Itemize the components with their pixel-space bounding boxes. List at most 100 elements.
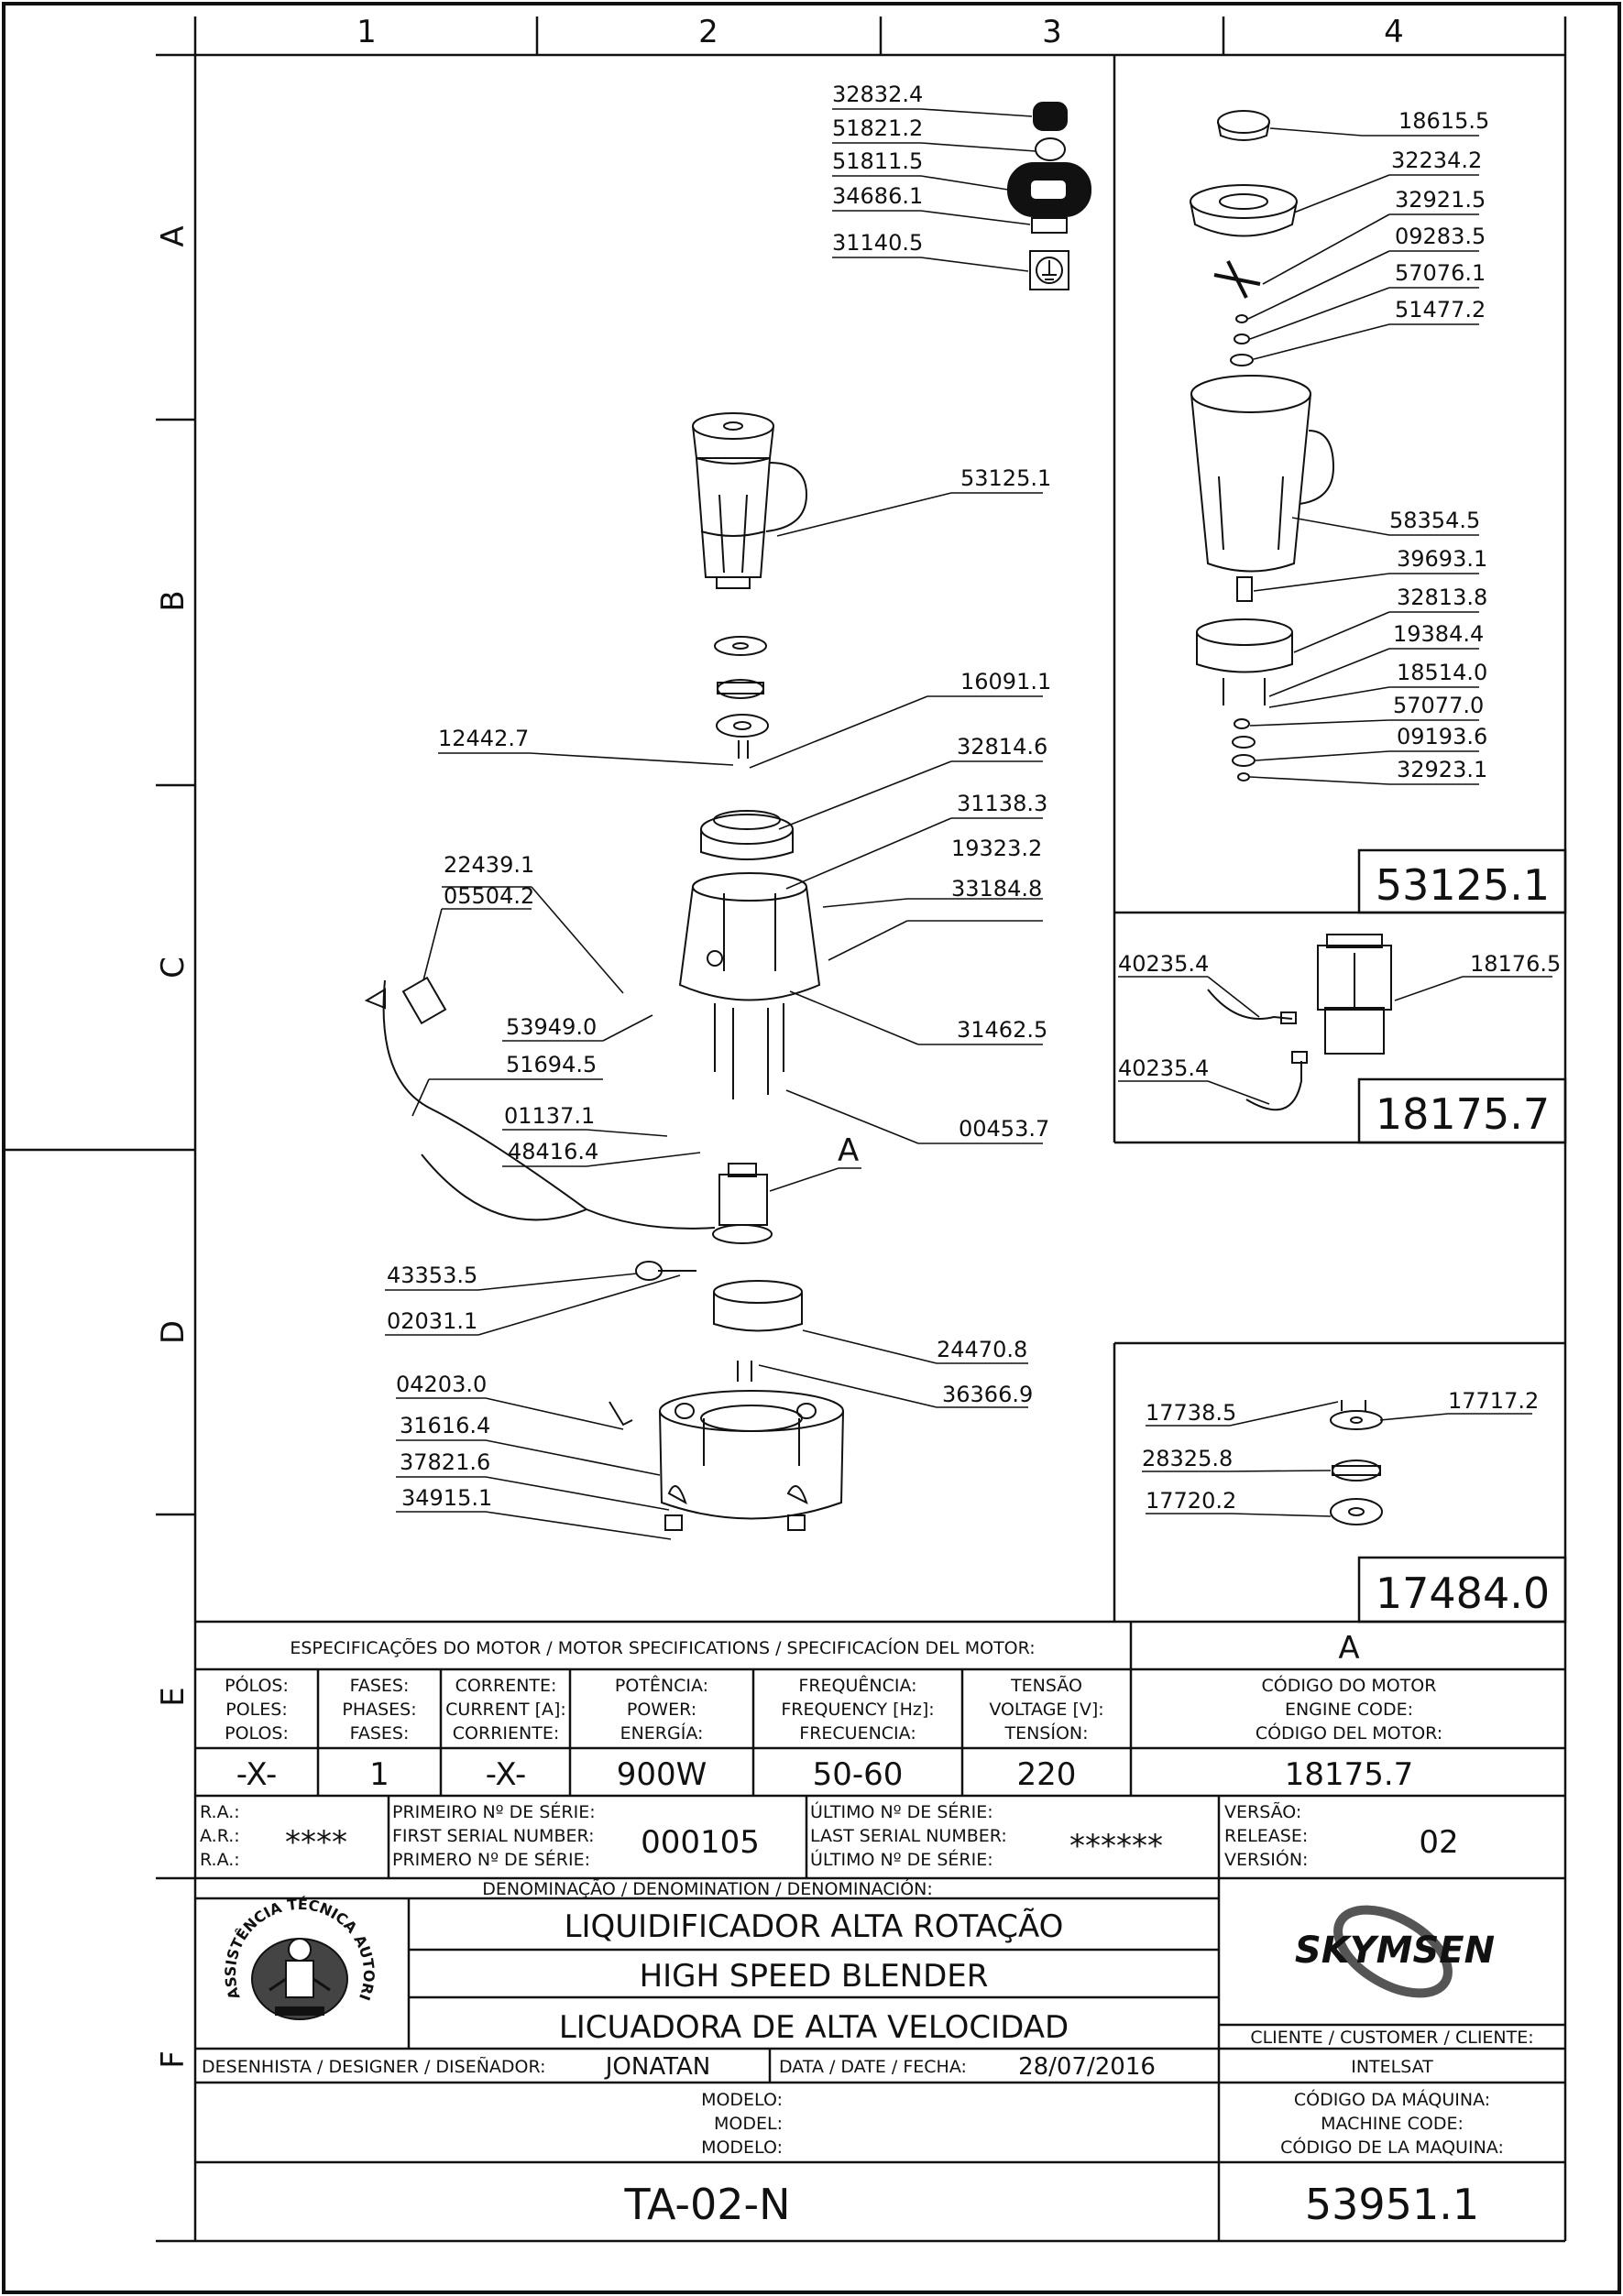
brand-logo: SKYMSEN	[1295, 1905, 1495, 1998]
callout-label: 31462.5	[957, 1017, 1047, 1043]
version-label: RELEASE:	[1224, 1826, 1308, 1846]
spec-value-current: -X-	[486, 1756, 526, 1793]
last-serial-label: ÚLTIMO Nº DE SÉRIE:	[810, 1800, 993, 1822]
spec-header: CURRENT [A]:	[445, 1700, 566, 1720]
spec-header: TENSÍON:	[1003, 1722, 1088, 1744]
denomination-pt: LIQUIDIFICADOR ALTA ROTAÇÃO	[565, 1908, 1064, 1945]
callout-label: 22439.1	[444, 852, 534, 878]
spec-header: TENSÃO	[1010, 1675, 1082, 1696]
grid-row-D: D	[155, 1320, 192, 1344]
motor-callouts: 40235.4 18176.5 40235.4	[1118, 951, 1561, 1081]
model-value: TA-02-N	[623, 2180, 790, 2229]
spec-header: ENGINE CODE:	[1285, 1700, 1413, 1720]
grid-row-B: B	[155, 590, 192, 611]
grid-row-C: C	[155, 957, 192, 979]
callout-label: 17738.5	[1146, 1400, 1236, 1426]
designer-label: DESENHISTA / DESIGNER / DISEÑADOR:	[202, 2056, 546, 2077]
jar-callouts: 18615.5 32234.2 32921.5 09283.5 57076.1 …	[1389, 108, 1489, 782]
ra-label: R.A.:	[200, 1850, 240, 1870]
side-panels	[1113, 55, 1567, 1624]
spec-header: FRECUENCIA:	[799, 1723, 916, 1744]
motor-spec-headers: PÓLOS: POLES: POLOS: FASES: PHASES: FASE…	[225, 1674, 1442, 1744]
first-serial-value: 000105	[641, 1824, 760, 1861]
spec-value-power: 900W	[617, 1756, 707, 1793]
motor-spec-title: ESPECIFICAÇÕES DO MOTOR / MOTOR SPECIFIC…	[290, 1637, 1035, 1658]
spec-header: PHASES:	[342, 1700, 416, 1720]
callout-label: 32921.5	[1395, 187, 1486, 213]
spec-value-voltage: 220	[1017, 1756, 1077, 1793]
grid-col-1: 1	[356, 14, 377, 50]
callout-label: 31616.4	[400, 1413, 490, 1438]
spec-header: PÓLOS:	[225, 1674, 289, 1696]
version-value: 02	[1419, 1824, 1458, 1861]
callout-motor-ref: A	[838, 1132, 859, 1169]
callout-label: 32234.2	[1391, 148, 1482, 173]
spec-header: FASES:	[350, 1723, 410, 1744]
drawing-frame	[4, 16, 1567, 2243]
callout-label: 34915.1	[401, 1485, 492, 1511]
main-leader-lines	[385, 108, 1043, 1540]
callout-label: 51811.5	[832, 148, 923, 174]
main-callouts: 32832.4 51821.2 51811.5 34686.1 31140.5 …	[387, 82, 1051, 1511]
spec-header: POTÊNCIA:	[615, 1675, 708, 1696]
grid-row-F: F	[155, 2050, 192, 2069]
callout-label: 51694.5	[506, 1052, 597, 1077]
spec-header: POLES:	[225, 1700, 287, 1720]
motor-spec-ref: A	[1338, 1630, 1359, 1667]
spec-header: FREQUÊNCIA:	[798, 1675, 916, 1696]
callout-label: 32832.4	[832, 82, 923, 107]
model-label: MODEL:	[714, 2114, 783, 2134]
callout-label: 58354.5	[1389, 508, 1480, 533]
spec-header: POWER:	[627, 1700, 696, 1720]
machine-code-value: 53951.1	[1305, 2180, 1479, 2229]
spec-value-poles: -X-	[236, 1756, 277, 1793]
authorized-service-seal: ASSISTÊNCIA TÉCNICA AUTORIZADA	[0, 0, 378, 2020]
motor-spec-values: -X- 1 -X- 900W 50-60 220 18175.7	[236, 1756, 1414, 1793]
coupling-callouts: 17738.5 17717.2 28325.8 17720.2	[1142, 1388, 1539, 1514]
date-label: DATA / DATE / FECHA:	[779, 2057, 967, 2077]
spec-header: CÓDIGO DO MOTOR	[1262, 1674, 1437, 1696]
customer-label: CLIENTE / CUSTOMER / CLIENTE:	[1250, 2028, 1533, 2048]
callout-label: 17717.2	[1448, 1388, 1539, 1414]
callout-label: 01137.1	[504, 1103, 595, 1129]
callout-label: 43353.5	[387, 1263, 477, 1288]
machine-code-label: CÓDIGO DE LA MAQUINA:	[1280, 2136, 1504, 2158]
motor-leader-lines	[1118, 976, 1552, 1105]
machine-code-label: CÓDIGO DA MÁQUINA:	[1294, 2088, 1490, 2110]
spec-value-phases: 1	[369, 1756, 389, 1793]
callout-label: 53125.1	[960, 465, 1051, 491]
motor-assembly-code: 18175.7	[1376, 1089, 1550, 1139]
coupling-assembly-code: 17484.0	[1376, 1569, 1550, 1618]
callout-label: 36366.9	[942, 1382, 1033, 1407]
spec-header: CÓDIGO DEL MOTOR:	[1256, 1722, 1442, 1744]
denomination-en: HIGH SPEED BLENDER	[640, 1958, 989, 1995]
callout-label: 28325.8	[1142, 1446, 1233, 1471]
callout-label: 57077.0	[1393, 693, 1484, 718]
machine-code-label: MACHINE CODE:	[1321, 2114, 1464, 2134]
callout-label: 31138.3	[957, 791, 1047, 816]
callout-label: 57076.1	[1395, 260, 1486, 286]
main-exploded-view	[364, 102, 1091, 1531]
callout-label: 40235.4	[1118, 1055, 1209, 1081]
grid-col-4: 4	[1384, 14, 1404, 50]
callout-label: 32813.8	[1397, 585, 1487, 610]
spec-header: CORRIENTE:	[453, 1723, 559, 1744]
callout-label: 24470.8	[937, 1337, 1027, 1362]
ra-value: ****	[285, 1824, 347, 1861]
grid-col-2: 2	[698, 14, 718, 50]
first-serial-label: PRIMERO Nº DE SÉRIE:	[392, 1849, 590, 1870]
jar-assembly-code: 53125.1	[1376, 860, 1550, 910]
designer-value: JONATAN	[604, 2053, 710, 2081]
spec-value-frequency: 50-60	[813, 1756, 904, 1793]
callout-label: 04203.0	[396, 1372, 487, 1397]
callout-label: 16091.1	[960, 669, 1051, 694]
ra-label: R.A.:	[200, 1802, 240, 1822]
callout-label: 19384.4	[1393, 621, 1484, 647]
denomination-es: LICUADORA DE ALTA VELOCIDAD	[559, 2009, 1069, 2046]
callout-label: 32814.6	[957, 734, 1047, 760]
denomination-label: DENOMINAÇÃO / DENOMINATION / DENOMINACIÓ…	[482, 1877, 933, 1899]
version-label: VERSIÓN:	[1224, 1848, 1308, 1870]
motor-assembly-view	[1207, 934, 1392, 1111]
